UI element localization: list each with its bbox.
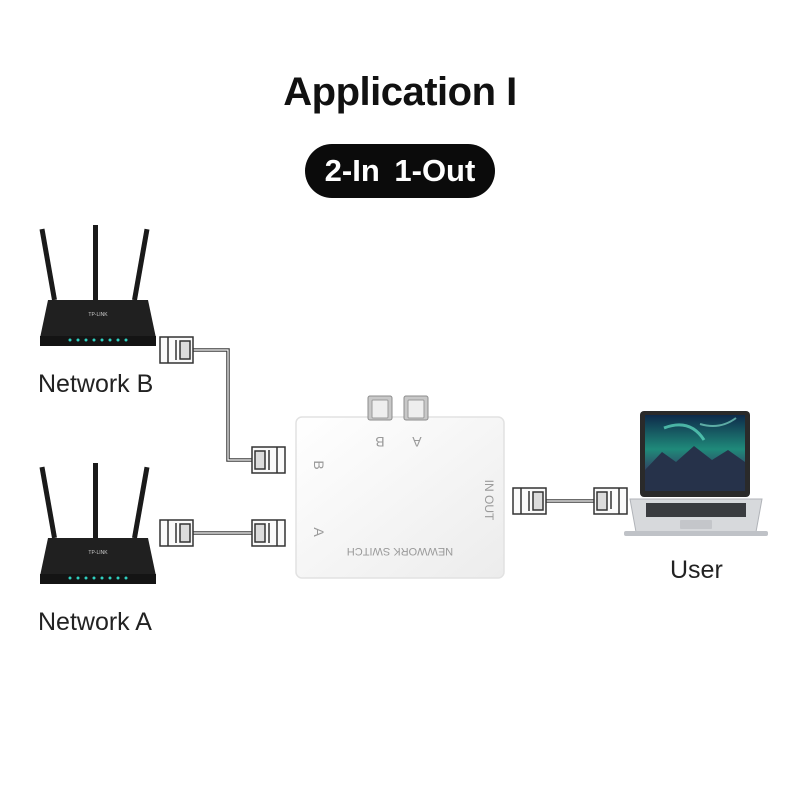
cable-network-b bbox=[193, 348, 252, 462]
switch-knob-b-icon bbox=[367, 395, 393, 421]
user-label: User bbox=[670, 556, 723, 584]
knob-b-letter: B bbox=[375, 434, 384, 450]
router-b-brand: TP-LINK bbox=[88, 312, 108, 318]
rj45-connector-icon bbox=[159, 519, 194, 547]
side-port-a-letter: A bbox=[311, 527, 327, 537]
in-out-label: IN OUT bbox=[482, 480, 496, 521]
laptop-icon bbox=[624, 411, 768, 536]
rj45-connector-icon bbox=[512, 487, 547, 515]
rj45-connector-icon bbox=[251, 446, 286, 474]
side-port-b-letter: B bbox=[311, 460, 327, 469]
switch-name: NEWWORK SWITCH bbox=[347, 545, 453, 557]
mode-badge: 2-In 1-Out bbox=[305, 144, 495, 198]
router-a-brand: TP-LINK bbox=[88, 550, 108, 556]
rj45-connector-icon bbox=[251, 519, 286, 547]
rj45-connector-icon bbox=[159, 336, 194, 364]
network-switch: B A B A IN OUT NEWWORK SWITCH bbox=[295, 395, 505, 579]
diagram-title: Application I bbox=[283, 70, 517, 114]
network-a-label: Network A bbox=[38, 608, 152, 636]
network-b-label: Network B bbox=[38, 370, 154, 398]
switch-knob-a-icon bbox=[403, 395, 429, 421]
router-b-icon: TP-LINK bbox=[39, 225, 156, 346]
router-a-icon: TP-LINK bbox=[39, 463, 156, 584]
rj45-connector-icon bbox=[593, 487, 628, 515]
knob-a-letter: A bbox=[412, 434, 422, 450]
